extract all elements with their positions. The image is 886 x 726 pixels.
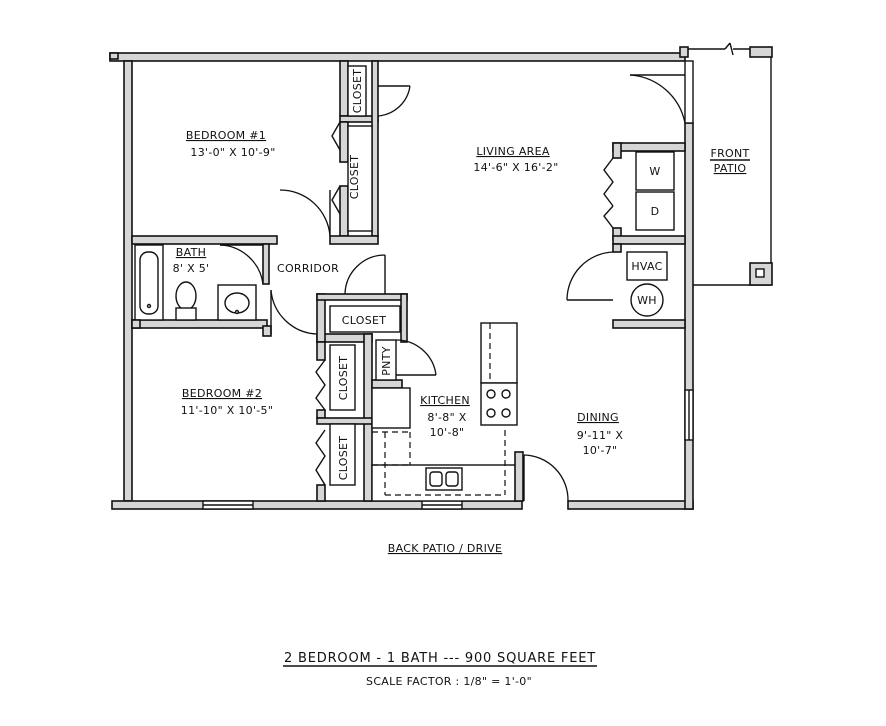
room-labels: BEDROOM #1 13'-0" X 10'-9" BATH 8' X 5' … xyxy=(173,69,750,555)
water-heater-label: WH xyxy=(637,294,657,307)
bedroom2-walls xyxy=(131,254,408,502)
bath-area xyxy=(131,243,270,329)
closet-label-4: CLOSET xyxy=(337,356,350,401)
hvac-label: HVAC xyxy=(631,260,662,273)
bedroom2-label: BEDROOM #2 xyxy=(182,387,262,400)
scale-factor: SCALE FACTOR : 1/8" = 1'-0" xyxy=(366,675,532,688)
closet-label-3: CLOSET xyxy=(342,314,387,327)
kitchen-area xyxy=(371,322,569,502)
exterior-walls xyxy=(109,52,694,510)
bedroom2-dims: 11'-10" X 10'-5" xyxy=(181,404,273,417)
kitchen-label: KITCHEN xyxy=(420,394,470,407)
closet-label-5: CLOSET xyxy=(337,436,350,481)
front-patio-label-2: PATIO xyxy=(714,162,747,175)
bedroom1-dims: 13'-0" X 10'-9" xyxy=(190,146,275,159)
corridor-label: CORRIDOR xyxy=(277,262,339,275)
dining-label: DINING xyxy=(577,411,619,424)
kitchen-dims-2: 10'-8" xyxy=(430,426,465,439)
washer-label: W xyxy=(649,165,660,178)
bedroom1-walls xyxy=(131,60,411,245)
closet-label-1: CLOSET xyxy=(351,69,364,114)
living-dims: 14'-6" X 16'-2" xyxy=(473,161,558,174)
closet-label-2: CLOSET xyxy=(348,155,361,200)
front-patio xyxy=(629,42,773,286)
plan-footer: 2 BEDROOM - 1 BATH --- 900 SQUARE FEET S… xyxy=(283,651,597,688)
dining-dims-2: 10'-7" xyxy=(583,444,618,457)
dining-dims-1: 9'-11" X xyxy=(577,429,624,442)
plan-title: 2 BEDROOM - 1 BATH --- 900 SQUARE FEET xyxy=(284,651,596,666)
pantry-label: PNTY xyxy=(380,346,393,376)
bedroom1-label: BEDROOM #1 xyxy=(186,129,266,142)
bath-dims: 8' X 5' xyxy=(173,262,210,275)
bath-label: BATH xyxy=(176,246,206,259)
front-patio-label-1: FRONT xyxy=(710,147,749,160)
utility-area xyxy=(566,142,686,329)
living-label: LIVING AREA xyxy=(476,145,550,158)
back-patio-label: BACK PATIO / DRIVE xyxy=(388,542,502,555)
kitchen-dims-1: 8'-8" X xyxy=(427,411,466,424)
dryer-label: D xyxy=(651,205,660,218)
